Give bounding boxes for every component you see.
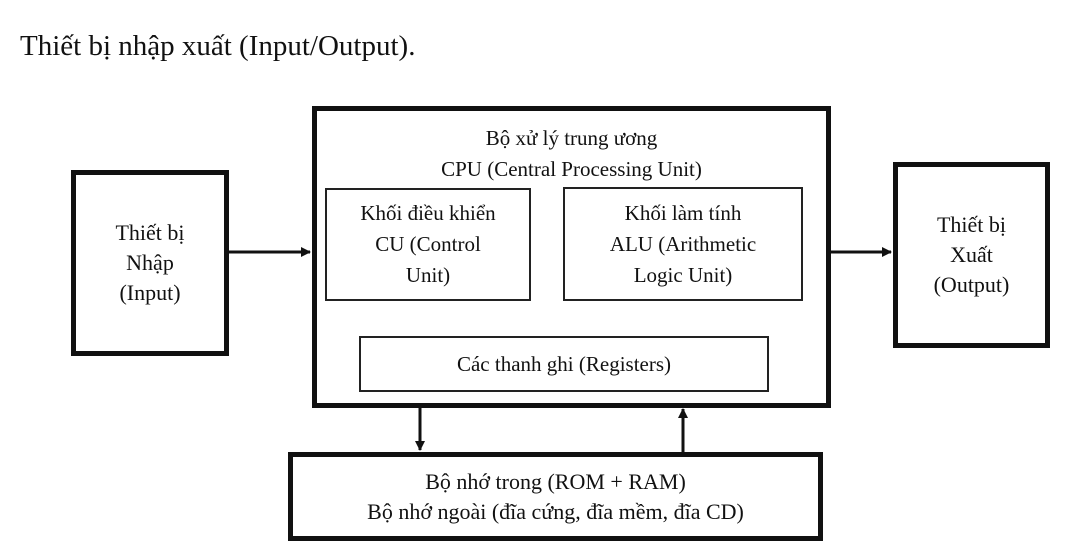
cu-line: Unit) xyxy=(405,263,451,287)
memory-box: Bộ nhớ trong (ROM + RAM) Bộ nhớ ngoài (đ… xyxy=(288,452,823,541)
cpu-box: Bộ xử lý trung ương CPU (Central Process… xyxy=(312,106,831,408)
input-line: (Input) xyxy=(119,280,181,305)
registers-label: Các thanh ghi (Registers) xyxy=(456,351,672,376)
cpu-title-line: Bộ xử lý trung ương xyxy=(485,126,658,150)
alu-line: Khối làm tính xyxy=(624,200,742,225)
alu-line: ALU (Arithmetic xyxy=(609,231,757,256)
alu-line: Logic Unit) xyxy=(633,262,733,287)
input-device-box: Thiết bị Nhập (Input) xyxy=(71,170,229,356)
output-line: Thiết bị xyxy=(936,212,1007,237)
cu-line: Khối điều khiển xyxy=(360,201,496,225)
section-heading: Thiết bị nhập xuất (Input/Output). xyxy=(20,30,416,62)
input-line: Thiết bị xyxy=(115,220,185,245)
input-line: Nhập xyxy=(126,250,174,275)
output-line: (Output) xyxy=(933,272,1010,297)
cpu-title-line: CPU (Central Processing Unit) xyxy=(441,157,702,181)
memory-line: Bộ nhớ ngoài (đĩa cứng, đĩa mềm, đĩa CD) xyxy=(367,498,744,524)
cu-line: CU (Control xyxy=(375,232,481,256)
cpu-title: Bộ xử lý trung ương CPU (Central Process… xyxy=(317,123,826,185)
registers-box: Các thanh ghi (Registers) xyxy=(359,336,769,392)
output-line: Xuất xyxy=(950,242,993,267)
memory-line: Bộ nhớ trong (ROM + RAM) xyxy=(425,468,686,494)
output-device-box: Thiết bị Xuất (Output) xyxy=(893,162,1050,348)
control-unit-box: Khối điều khiển CU (Control Unit) xyxy=(325,188,531,301)
alu-box: Khối làm tính ALU (Arithmetic Logic Unit… xyxy=(563,187,803,301)
